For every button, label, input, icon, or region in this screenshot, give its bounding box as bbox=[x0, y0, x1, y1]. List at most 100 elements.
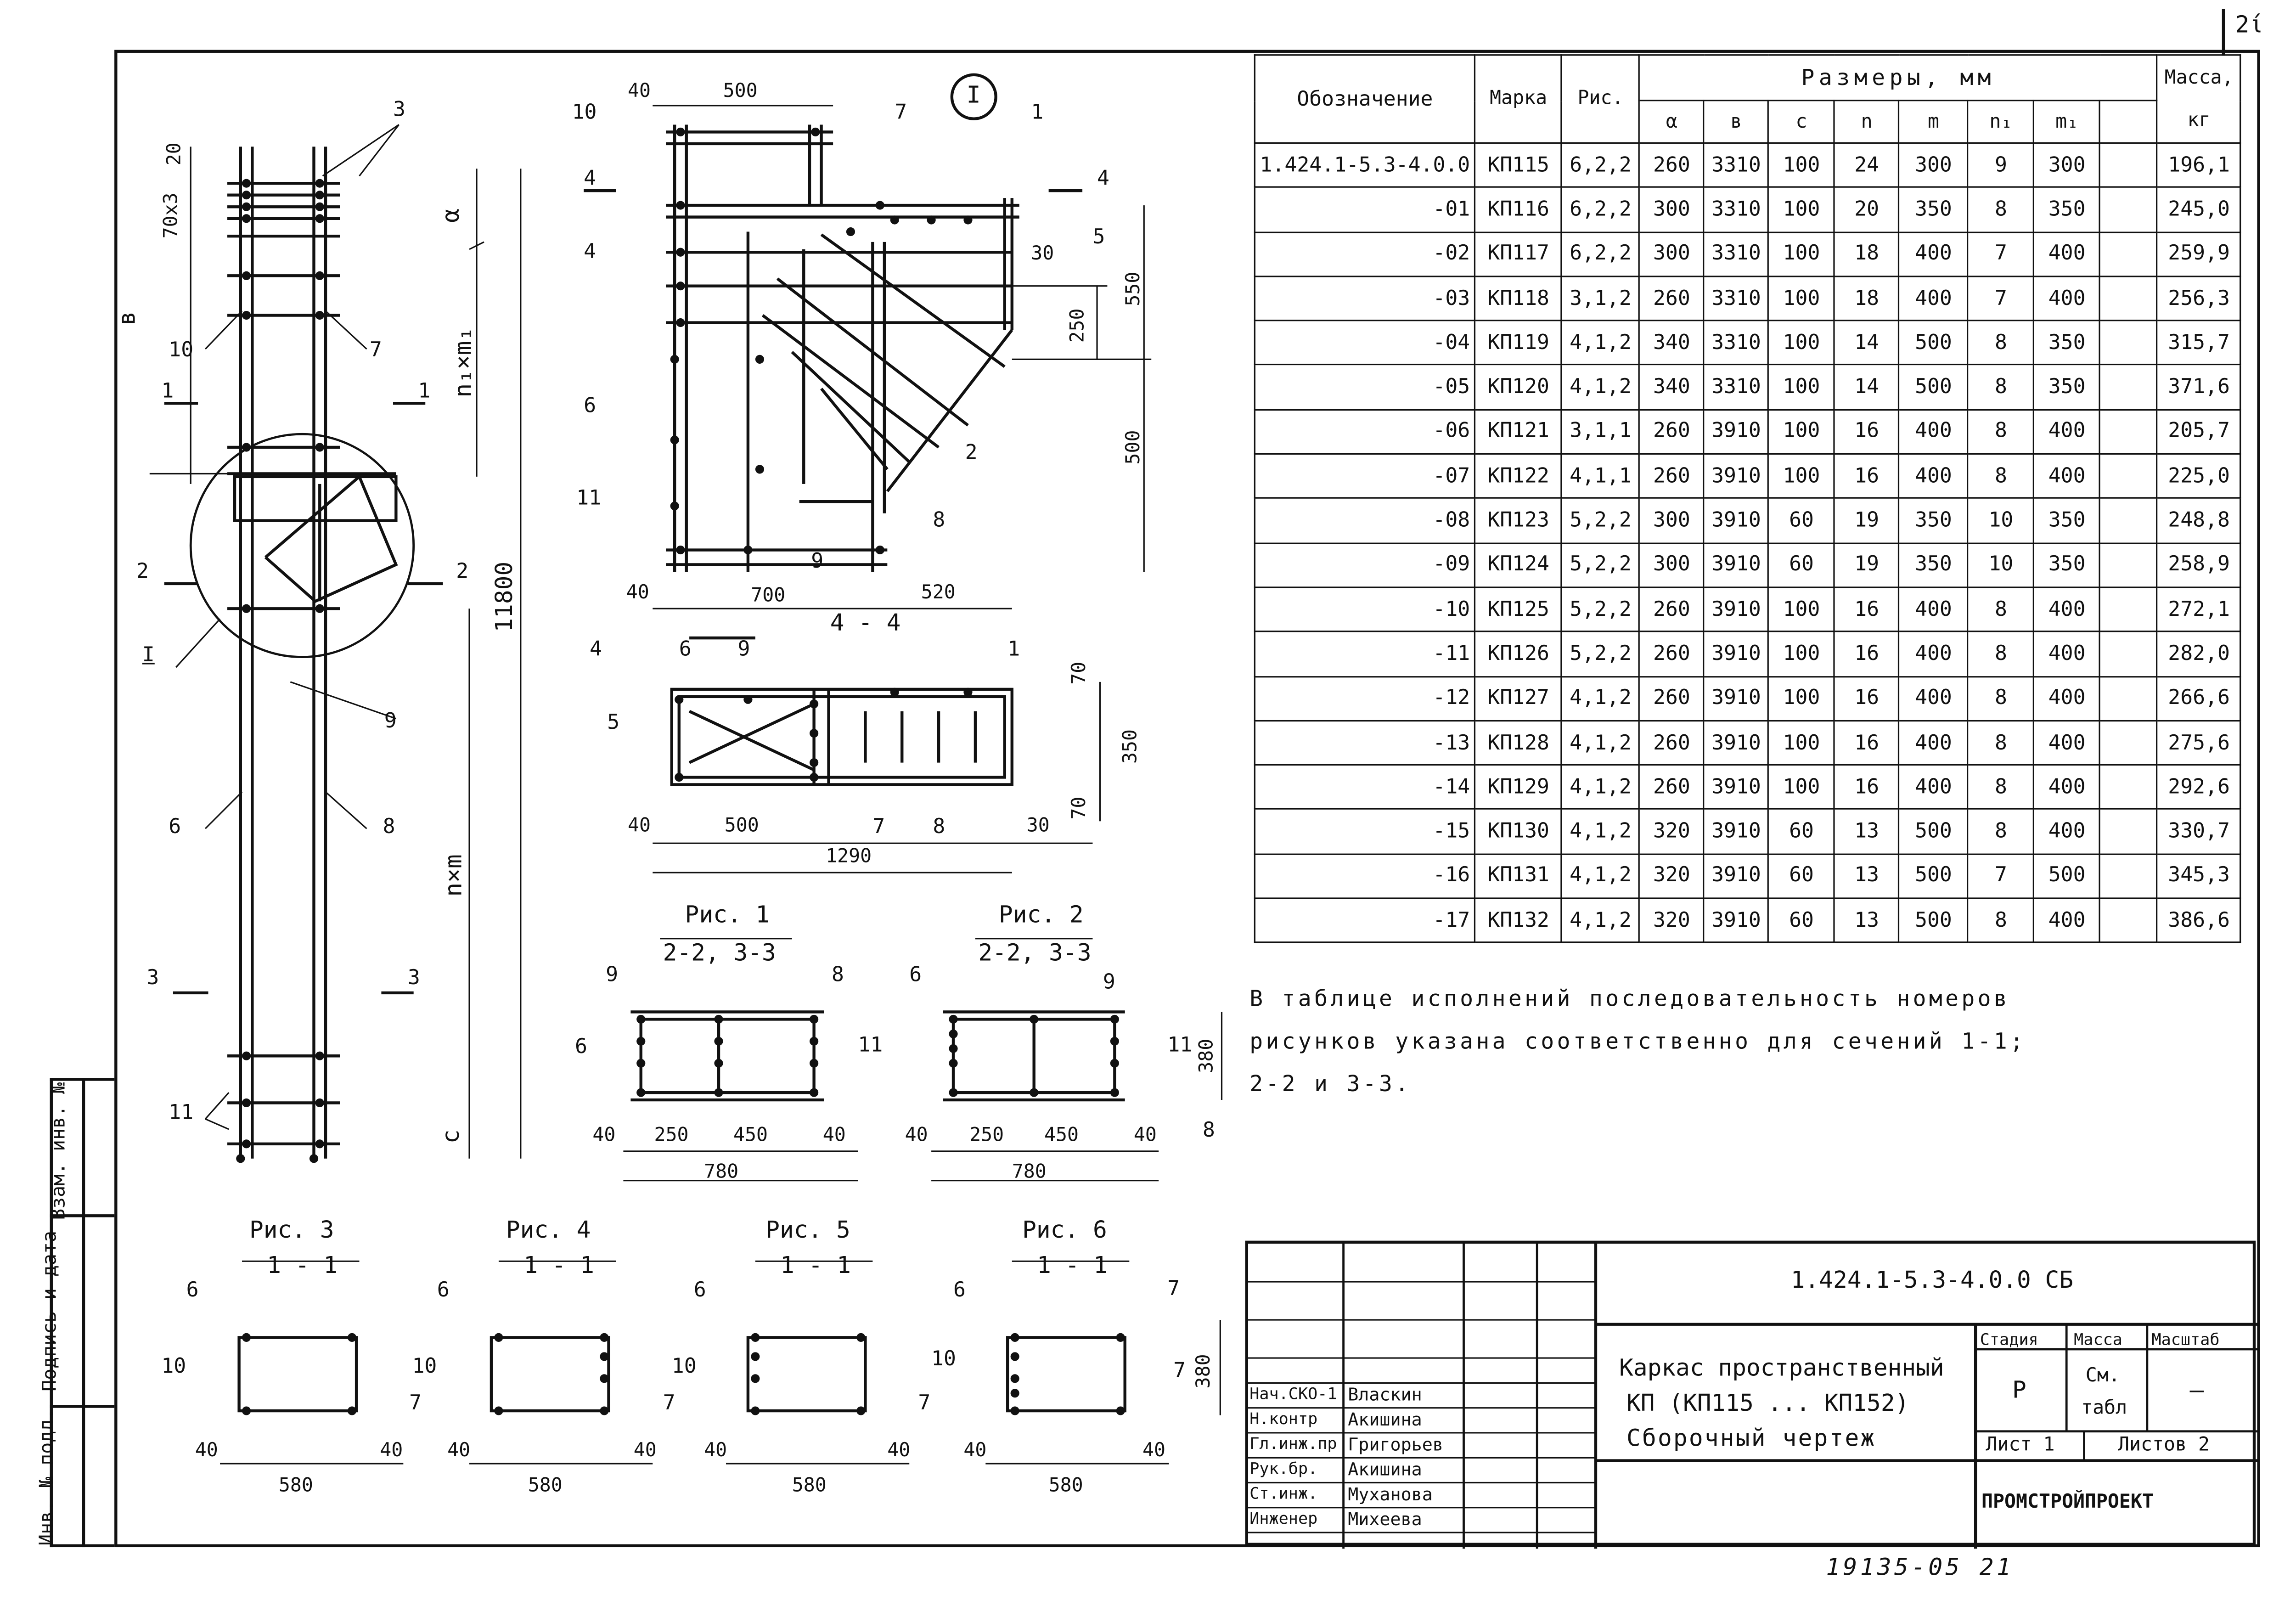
bar-section-dot bbox=[315, 311, 324, 320]
th-sizes: Размеры, мм bbox=[1638, 54, 2158, 101]
section-1-right: 1 bbox=[418, 380, 431, 404]
cell-n1: 8 bbox=[1967, 720, 2035, 766]
bar-section-dot bbox=[675, 695, 684, 704]
pos-6-node: 6 bbox=[584, 394, 597, 418]
section-2-left: 2 bbox=[136, 560, 149, 584]
signature-role: Нач.СКО-1 bbox=[1249, 1384, 1337, 1404]
signature-name: Акишина bbox=[1348, 1459, 1422, 1480]
doc-code: 1.424.1-5.3-4.0.0 СБ bbox=[1790, 1265, 2074, 1294]
bar-section-dot bbox=[1110, 1014, 1119, 1024]
cell-mass: 225,0 bbox=[2156, 453, 2242, 499]
sheet-corner-number: 2ί bbox=[2235, 10, 2264, 39]
cell-mass: 315,7 bbox=[2156, 320, 2242, 366]
pos-8-node: 8 bbox=[933, 509, 945, 533]
bar-section-dot bbox=[743, 545, 753, 555]
cell-des: -06 bbox=[1254, 409, 1476, 455]
bar-section-dot bbox=[1010, 1352, 1019, 1361]
stage-value: Р bbox=[2012, 1375, 2026, 1404]
bar-section-dot bbox=[810, 1037, 819, 1046]
cell-c: 100 bbox=[1767, 320, 1835, 366]
dim-30-node: 30 bbox=[1031, 243, 1054, 266]
f2-dim-250: 250 bbox=[969, 1125, 1004, 1147]
cell-b: 3910 bbox=[1703, 808, 1769, 855]
bar-section-dot bbox=[810, 1088, 819, 1097]
f6-pos-10: 10 bbox=[931, 1347, 956, 1371]
cell-c: 100 bbox=[1767, 586, 1835, 633]
cell-c: 60 bbox=[1767, 497, 1835, 544]
signature-role: Ст.инж. bbox=[1249, 1484, 1318, 1504]
cell-m: 400 bbox=[1898, 764, 1969, 811]
organization: ПРОМСТРОЙПРОЕКТ bbox=[1981, 1491, 2154, 1514]
fig5-section bbox=[726, 1336, 910, 1465]
bar-section-dot bbox=[751, 1352, 760, 1361]
cell-a: 300 bbox=[1638, 231, 1705, 277]
cell-mark: КП132 bbox=[1474, 897, 1563, 944]
signature-name: Григорьев bbox=[1348, 1434, 1443, 1455]
bar-section-dot bbox=[315, 214, 324, 223]
cell-n: 16 bbox=[1834, 409, 1900, 455]
cell-m1: 350 bbox=[2033, 364, 2101, 411]
cell-b: 3310 bbox=[1703, 320, 1769, 366]
cell-des: -04 bbox=[1254, 320, 1476, 366]
pos-6-sec: 6 bbox=[679, 638, 692, 662]
cell-mass: 258,9 bbox=[2156, 542, 2242, 588]
bar-section-dot bbox=[242, 271, 251, 280]
f5-dim-40b: 40 bbox=[887, 1440, 911, 1462]
bar-section-dot bbox=[949, 1088, 958, 1097]
bar-section-dot bbox=[676, 248, 685, 257]
bar-section-dot bbox=[236, 1154, 245, 1163]
cell-n: 16 bbox=[1834, 720, 1900, 766]
bar-section-dot bbox=[315, 191, 324, 200]
bar-section-dot bbox=[755, 355, 765, 364]
cell-n1: 7 bbox=[1967, 275, 2035, 321]
cell-a: 260 bbox=[1638, 453, 1705, 499]
cell-c: 100 bbox=[1767, 409, 1835, 455]
cell-fig: 4,1,2 bbox=[1561, 720, 1640, 766]
bar-section-dot bbox=[242, 202, 251, 211]
cell-m: 400 bbox=[1898, 586, 1969, 633]
cell-mark: КП131 bbox=[1474, 853, 1563, 899]
cell-n1: 10 bbox=[1967, 542, 2035, 588]
pos-9-node: 9 bbox=[811, 550, 824, 574]
bar-section-dot bbox=[242, 1098, 251, 1108]
th-a: α bbox=[1638, 100, 1705, 144]
dim-30-sec: 30 bbox=[1026, 815, 1050, 838]
cell-b: 3910 bbox=[1703, 897, 1769, 944]
signature-role: Рук.бр. bbox=[1249, 1459, 1318, 1478]
cell-m: 500 bbox=[1898, 897, 1969, 944]
dim-11800: 11800 bbox=[490, 561, 518, 632]
cell-m: 500 bbox=[1898, 364, 1969, 411]
f1-dim-40b: 40 bbox=[822, 1125, 846, 1147]
th-n1: n₁ bbox=[1967, 100, 2035, 144]
f5-dim-40a: 40 bbox=[704, 1440, 727, 1462]
cell-n1: 8 bbox=[1967, 586, 2035, 633]
cell-des: -10 bbox=[1254, 586, 1476, 633]
bar-section-dot bbox=[714, 1037, 723, 1046]
bar-section-dot bbox=[242, 443, 251, 452]
cell-a: 260 bbox=[1638, 631, 1705, 677]
cell-mark: КП115 bbox=[1474, 142, 1563, 188]
cell-n1: 8 bbox=[1967, 631, 2035, 677]
title-block-lines bbox=[1248, 1244, 2259, 1549]
bar-section-dot bbox=[670, 501, 679, 511]
th-m: m bbox=[1898, 100, 1969, 144]
cell-fig: 4,1,2 bbox=[1561, 808, 1640, 855]
bar-section-dot bbox=[810, 758, 819, 767]
fig2-section: 2-2, 3-3 bbox=[978, 938, 1092, 967]
bar-section-dot bbox=[242, 214, 251, 223]
fig1-section: 2-2, 3-3 bbox=[663, 938, 776, 967]
th-mass: Масса, bbox=[2156, 54, 2242, 101]
pos-6-label: 6 bbox=[169, 815, 181, 839]
cell-extra bbox=[2099, 275, 2158, 321]
cell-b: 3310 bbox=[1703, 186, 1769, 233]
dim-700: 700 bbox=[751, 585, 786, 608]
cell-a: 260 bbox=[1638, 586, 1705, 633]
bar-section-dot bbox=[242, 1406, 251, 1415]
fig6-section bbox=[985, 1320, 1221, 1465]
cell-n: 16 bbox=[1834, 453, 1900, 499]
f2-dim-780: 780 bbox=[1012, 1161, 1047, 1184]
